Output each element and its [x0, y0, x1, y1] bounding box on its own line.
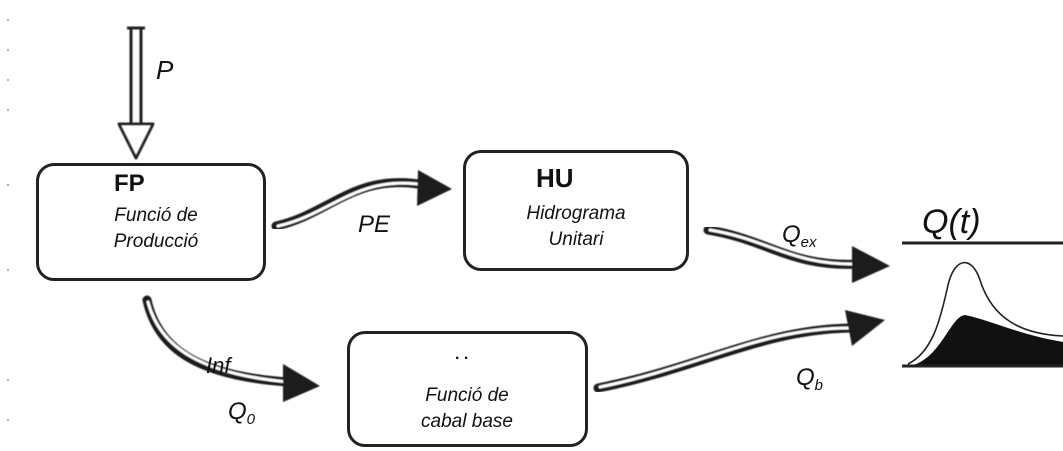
fp-title-line1: Funció de [114, 205, 198, 226]
qex-flow-arrow [703, 225, 890, 283]
base-title-line1: Funció de [425, 385, 509, 406]
scan-dots [7, 19, 9, 421]
hu-box [463, 150, 689, 271]
base-box-dots: . . [455, 346, 469, 363]
hu-title-line1: Hidrograma [526, 203, 626, 224]
qex-label: Qex [782, 221, 817, 251]
qb-label: Qb [796, 364, 824, 394]
q0-label: Q0 [228, 398, 256, 428]
output-title: Q(t) [922, 203, 981, 241]
fp-code: FP [114, 170, 145, 197]
qex-main: Q [782, 221, 801, 248]
inf-label: Inf [206, 353, 231, 378]
qb-main: Q [796, 364, 815, 391]
pe-flow-arrow [271, 170, 452, 231]
total-flow-curve [907, 261, 1063, 365]
double-down-arrow-icon [117, 26, 155, 160]
q0-main: Q [228, 398, 247, 425]
inf-flow-arrow [142, 295, 320, 402]
base-title-line2: cabal base [421, 411, 513, 432]
qb-flow-arrow [593, 310, 885, 393]
output-hydrograph [902, 241, 1063, 368]
hu-title-line2: Unitari [548, 229, 604, 250]
precipitation-label: P [156, 55, 174, 85]
fp-box [36, 163, 266, 281]
pe-label: PE [358, 211, 391, 238]
qex-sub: ex [800, 234, 817, 251]
baseflow-area [908, 315, 1063, 366]
base-box [347, 331, 588, 447]
fp-title-line2: Producció [113, 231, 199, 252]
qb-sub: b [814, 377, 824, 394]
hu-code: HU [536, 163, 574, 193]
q0-sub: 0 [246, 411, 256, 428]
